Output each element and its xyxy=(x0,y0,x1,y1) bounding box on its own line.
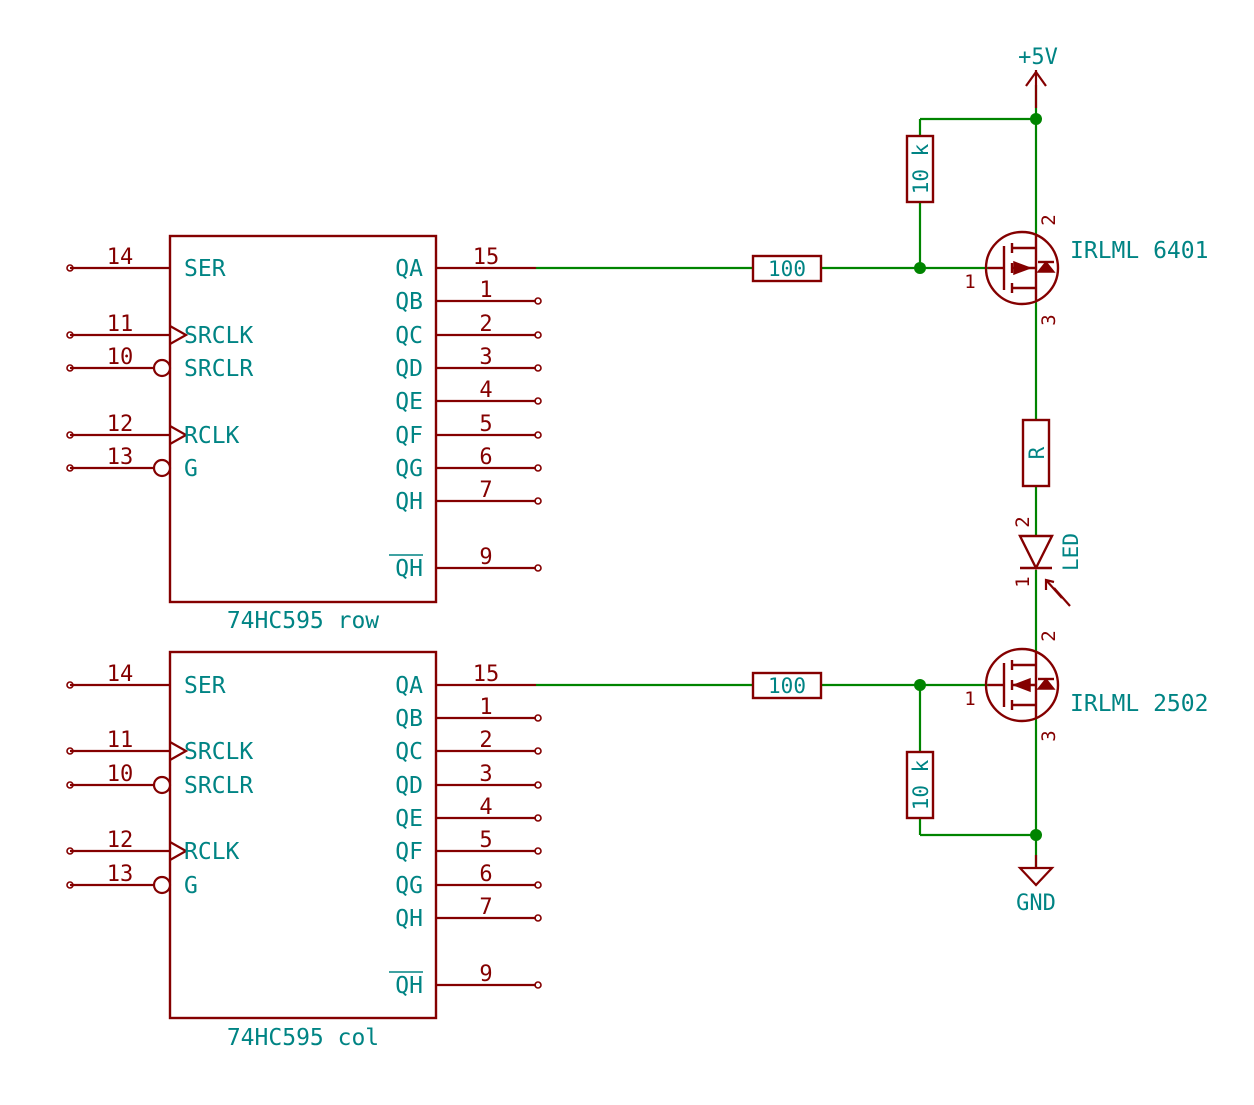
mosfet-top: 1 2 3 IRLML 6401 xyxy=(964,214,1208,325)
pin-num-srclr: 10 xyxy=(107,345,134,370)
pin-num-qe: 4 xyxy=(479,378,492,403)
pin-name-qf: QF xyxy=(395,839,423,865)
ground-label: GND xyxy=(1016,891,1056,916)
resistor-gate-bottom: 100 xyxy=(751,671,823,700)
pin-name-qh-bar: QH xyxy=(395,556,423,582)
pin-num-qh-bar: 9 xyxy=(479,962,492,987)
resistor-value: 10 k xyxy=(909,759,933,810)
pin-num-qf: 5 xyxy=(479,412,492,437)
pin-num-qh: 7 xyxy=(479,895,492,920)
pin-name-qh: QH xyxy=(395,489,423,515)
pin-name-qh: QH xyxy=(395,906,423,932)
mosfet-pin-drain: 2 xyxy=(1038,214,1060,225)
pin-name-qd: QD xyxy=(395,356,423,382)
resistor-value: 100 xyxy=(768,257,806,281)
mosfet-bottom: 1 2 3 IRLML 2502 xyxy=(964,630,1208,741)
mosfet-pin-drain: 2 xyxy=(1038,630,1060,641)
pin-num-qe: 4 xyxy=(479,795,492,820)
pin-num-qa: 15 xyxy=(473,245,500,270)
led-pin-anode: 2 xyxy=(1012,516,1034,527)
ic-label-col: 74HC595 col xyxy=(227,1025,379,1051)
junction xyxy=(1030,829,1042,841)
pin-name-g: G xyxy=(184,456,198,482)
pin-name-qb: QB xyxy=(395,706,423,732)
pin-name-qb: QB xyxy=(395,289,423,315)
led-label: LED xyxy=(1059,533,1083,571)
resistor-value: 100 xyxy=(768,674,806,698)
ground-icon: GND xyxy=(1016,855,1056,916)
pin-name-ser: SER xyxy=(184,256,226,282)
pin-name-srclr: SRCLR xyxy=(184,356,253,382)
pin-num-rclk: 12 xyxy=(107,412,134,437)
pin-num-srclk: 11 xyxy=(107,312,134,337)
junction xyxy=(1030,113,1042,125)
pin-num-qc: 2 xyxy=(479,312,492,337)
pin-num-qf: 5 xyxy=(479,828,492,853)
mosfet-pin-gate: 1 xyxy=(964,688,975,710)
pin-num-srclr: 10 xyxy=(107,762,134,787)
led-pin-cathode: 1 xyxy=(1012,576,1034,587)
pin-num-qa: 15 xyxy=(473,662,500,687)
pin-num-qd: 3 xyxy=(479,762,492,787)
resistor-led: R xyxy=(1021,418,1051,488)
pin-num-qh: 7 xyxy=(479,478,492,503)
pin-name-qa: QA xyxy=(395,673,423,699)
pin-name-qh-bar: QH xyxy=(395,973,423,999)
power-vcc-icon: +5V xyxy=(1018,45,1058,108)
ic-74hc595-col: 14 11 10 12 13 SER SRCLK SRCLR RCLK G 15… xyxy=(66,650,542,1051)
pin-num-srclk: 11 xyxy=(107,728,134,753)
resistor-pullup-top: 10 k xyxy=(905,134,935,204)
junction xyxy=(914,262,926,274)
pin-name-srclk: SRCLK xyxy=(184,739,253,765)
pin-num-g: 13 xyxy=(107,862,134,887)
pin-name-rclk: RCLK xyxy=(184,423,240,449)
pin-name-qc: QC xyxy=(395,739,423,765)
resistor-gate-top: 100 xyxy=(751,254,823,283)
pin-num-ser: 14 xyxy=(107,245,134,270)
pin-num-qg: 6 xyxy=(479,445,492,470)
mosfet-pin-source: 3 xyxy=(1038,730,1060,741)
pin-name-rclk: RCLK xyxy=(184,839,240,865)
pin-num-ser: 14 xyxy=(107,662,134,687)
pin-num-rclk: 12 xyxy=(107,828,134,853)
pin-name-qg: QG xyxy=(395,873,423,899)
pin-name-qc: QC xyxy=(395,323,423,349)
pin-num-qh-bar: 9 xyxy=(479,545,492,570)
pin-name-srclk: SRCLK xyxy=(184,323,253,349)
mosfet-pin-source: 3 xyxy=(1038,314,1060,325)
led: 2 1 LED xyxy=(1012,516,1083,607)
pin-name-srclr: SRCLR xyxy=(184,773,253,799)
ic-74hc595-row: 14 11 10 12 13 SER SRCLK SRCLR RCLK G 15… xyxy=(66,234,542,634)
pin-name-ser: SER xyxy=(184,673,226,699)
pin-num-qc: 2 xyxy=(479,728,492,753)
pin-num-qb: 1 xyxy=(479,278,492,303)
pin-name-qa: QA xyxy=(395,256,423,282)
mosfet-label-top: IRLML 6401 xyxy=(1070,238,1208,264)
mosfet-pin-gate: 1 xyxy=(964,271,975,293)
mosfet-label-bottom: IRLML 2502 xyxy=(1070,691,1208,717)
power-vcc-label: +5V xyxy=(1018,45,1058,70)
pin-num-qd: 3 xyxy=(479,345,492,370)
resistor-pulldown-bottom: 10 k xyxy=(905,750,935,820)
pin-num-g: 13 xyxy=(107,445,134,470)
pin-name-qe: QE xyxy=(395,806,423,832)
resistor-value: R xyxy=(1025,446,1049,459)
pin-name-qf: QF xyxy=(395,423,423,449)
wires xyxy=(536,85,1042,868)
ic-label-row: 74HC595 row xyxy=(227,608,379,634)
pin-name-qe: QE xyxy=(395,389,423,415)
pin-num-qg: 6 xyxy=(479,862,492,887)
pin-name-qd: QD xyxy=(395,773,423,799)
pin-name-g: G xyxy=(184,873,198,899)
resistor-value: 10 k xyxy=(909,143,933,194)
pin-num-qb: 1 xyxy=(479,695,492,720)
pin-name-qg: QG xyxy=(395,456,423,482)
junction xyxy=(914,679,926,691)
